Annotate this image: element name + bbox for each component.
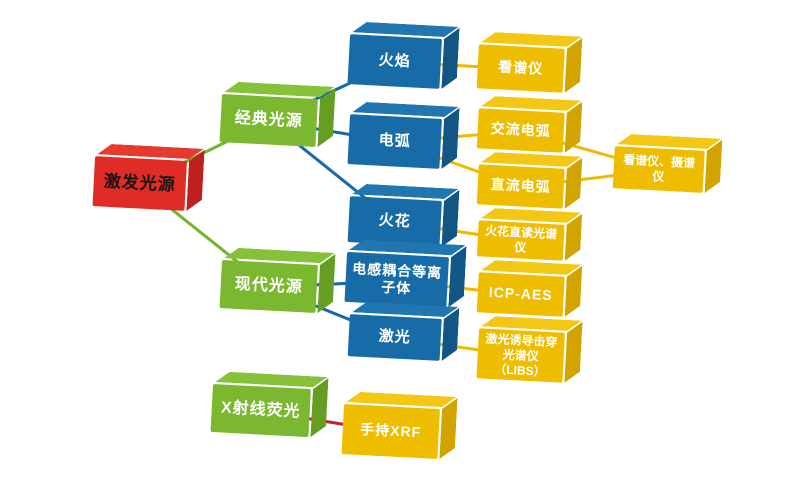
node-dc-arc: 直流电弧 xyxy=(476,151,584,211)
node-label: 看谱仪、摄谱仪 xyxy=(612,146,705,193)
node-label: 看谱仪 xyxy=(476,44,565,93)
node-label: 激光诱导击穿光谱仪（LIBS） xyxy=(476,328,565,383)
node-label: 火花直读光谱仪 xyxy=(476,220,565,261)
node-label: 激光 xyxy=(347,314,442,361)
node-classic-source: 经典光源 xyxy=(219,81,336,150)
node-label: 激发光源 xyxy=(92,156,187,211)
node-label: 电弧 xyxy=(347,114,442,169)
node-ac-arc: 交流电弧 xyxy=(476,95,584,155)
node-label: 直流电弧 xyxy=(476,164,565,209)
node-icp-aes: ICP-AES xyxy=(476,259,584,319)
node-excitation-source: 激发光源 xyxy=(92,143,205,214)
node-label: ICP-AES xyxy=(476,272,565,317)
node-label: 电感耦合等离子体 xyxy=(344,251,449,308)
node-label: 经典光源 xyxy=(219,94,318,148)
node-icp-plasma: 电感耦合等离子体 xyxy=(344,239,467,310)
node-label: 手持XRF xyxy=(341,404,440,459)
node-label: X射线荧光 xyxy=(210,383,311,438)
node-laser: 激光 xyxy=(347,301,461,364)
node-spark-oes: 火花直读光谱仪 xyxy=(476,207,584,263)
node-libs: 激光诱导击穿光谱仪（LIBS） xyxy=(476,315,583,385)
node-spectroscope: 看谱仪 xyxy=(476,31,584,95)
node-xray-fluorescence: X射线荧光 xyxy=(210,371,329,440)
node-handheld-xrf: 手持XRF xyxy=(341,391,458,462)
node-label: 火焰 xyxy=(347,34,442,89)
node-modern-source: 现代光源 xyxy=(219,247,336,316)
node-label: 交流电弧 xyxy=(476,108,565,153)
node-flame: 火焰 xyxy=(347,21,460,92)
node-spectroscope-spectrograph: 看谱仪、摄谱仪 xyxy=(612,133,724,196)
node-electric-arc: 电弧 xyxy=(347,101,460,172)
node-label: 现代光源 xyxy=(219,260,318,314)
